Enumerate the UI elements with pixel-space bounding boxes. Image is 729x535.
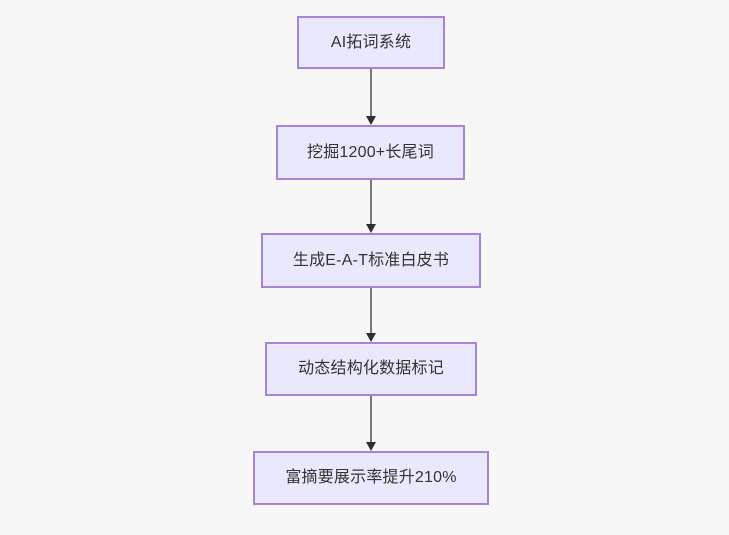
flow-node-dynamic-structured-data-markup[interactable]: 动态结构化数据标记 <box>265 342 477 396</box>
arrowhead-down-icon <box>366 442 376 451</box>
arrowhead-down-icon <box>366 333 376 342</box>
flow-node-label: AI拓词系统 <box>330 33 412 51</box>
flow-node-generate-eat-whitepaper[interactable]: 生成E-A-T标准白皮书 <box>261 233 481 288</box>
arrowhead-down-icon <box>366 224 376 233</box>
flow-node-mine-longtail-keywords[interactable]: 挖掘1200+长尾词 <box>276 125 465 180</box>
flow-edge-line <box>370 288 373 333</box>
flow-node-label: 生成E-A-T标准白皮书 <box>292 251 450 269</box>
flow-node-rich-snippet-impression-lift[interactable]: 富摘要展示率提升210% <box>253 451 489 505</box>
flow-node-label: 动态结构化数据标记 <box>298 360 444 378</box>
flow-edge-line <box>370 69 373 116</box>
flow-node-label: 挖掘1200+长尾词 <box>307 143 434 161</box>
flow-node-label: 富摘要展示率提升210% <box>285 469 457 487</box>
flow-edge-line <box>370 180 373 224</box>
flow-edge-line <box>370 396 373 442</box>
arrowhead-down-icon <box>366 116 376 125</box>
flow-node-ai-keyword-system[interactable]: AI拓词系统 <box>297 16 445 69</box>
